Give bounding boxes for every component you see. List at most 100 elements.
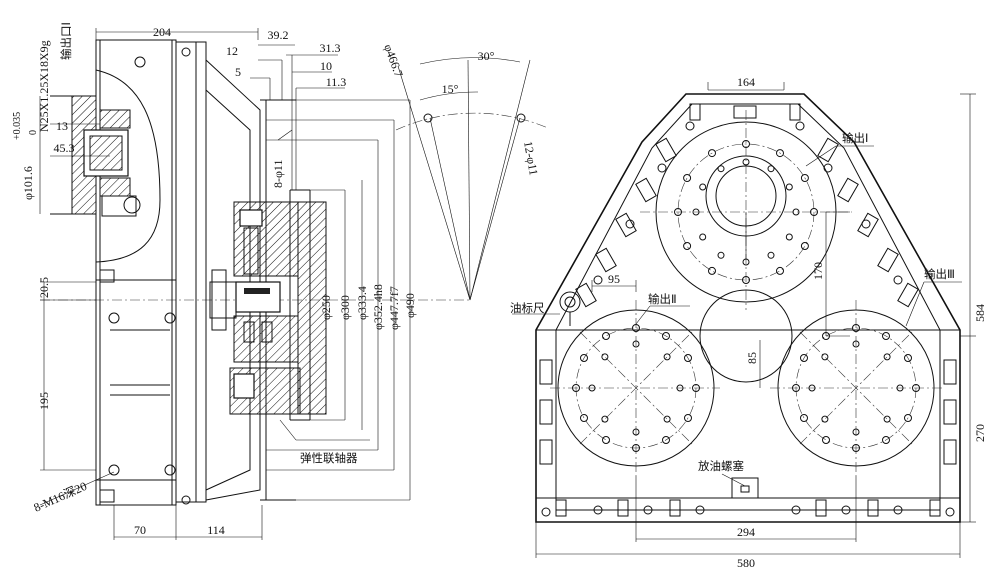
bolt-hole bbox=[882, 436, 890, 444]
dim-d333-4: φ333.4 bbox=[355, 286, 369, 320]
output-3-label: 输出Ⅲ bbox=[924, 267, 955, 281]
bolt-hole bbox=[800, 174, 809, 182]
bolt-hole bbox=[602, 332, 610, 340]
output-2-bolts bbox=[572, 324, 700, 452]
hole-a bbox=[423, 113, 433, 123]
dim-195: 195 bbox=[37, 392, 51, 410]
bolt-hole bbox=[742, 158, 750, 166]
bolt-hole bbox=[684, 354, 692, 362]
bolt-hole bbox=[717, 165, 725, 173]
dim-31-3: 31.3 bbox=[320, 41, 341, 55]
bolt-hole bbox=[572, 384, 580, 392]
bolt-hole bbox=[699, 183, 707, 191]
output-2-flange bbox=[550, 300, 720, 476]
bolt-hole bbox=[742, 140, 750, 148]
rib-slots bbox=[575, 103, 919, 308]
spline-spec: N25X1.25X18X9g bbox=[37, 40, 51, 132]
bolt-hole bbox=[896, 384, 904, 392]
bolt-hole bbox=[852, 444, 860, 452]
dim-294: 294 bbox=[737, 525, 755, 539]
dim-8-d11: 8-φ11 bbox=[271, 160, 285, 188]
dim-114: 114 bbox=[207, 523, 225, 537]
bolt-hole bbox=[699, 233, 707, 241]
bolt-hole bbox=[785, 233, 793, 241]
dim-d101-6-tol: +0.035 bbox=[12, 112, 23, 140]
drain-plug-label: 放油螺塞 bbox=[698, 459, 744, 473]
bolt-hole bbox=[852, 324, 860, 332]
bolt-hole bbox=[912, 384, 920, 392]
bolt-hole bbox=[883, 353, 891, 361]
dim-d447-7: φ447.7f7 bbox=[387, 286, 401, 330]
dim-d466-7: φ466.7 bbox=[381, 42, 406, 79]
dim-580: 580 bbox=[737, 556, 755, 570]
hole-detail: 30° 15° φ466.7 12-φ11 bbox=[381, 42, 549, 301]
dim-20-5: 20.5 bbox=[37, 277, 51, 298]
bolt-hole bbox=[662, 436, 670, 444]
side-view: 204 39.2 12 31.3 5 10 11.3 N25X1.25X18X9… bbox=[12, 22, 470, 540]
bolt-hole bbox=[662, 332, 670, 340]
bolt-hole bbox=[674, 208, 682, 216]
bolt-hole bbox=[632, 340, 640, 348]
drain-plug bbox=[731, 477, 759, 499]
dipstick bbox=[559, 291, 581, 313]
dim-d352-4: φ352.4h8 bbox=[371, 284, 385, 330]
dim-5: 5 bbox=[235, 65, 241, 79]
dim-584: 584 bbox=[973, 304, 987, 322]
output-3-bolts bbox=[792, 324, 920, 452]
housing-taper bbox=[205, 59, 261, 501]
holes-12-d11: 12-φ11 bbox=[521, 140, 541, 176]
hole-b bbox=[516, 113, 526, 123]
bolt-hole bbox=[821, 415, 829, 423]
base-slots bbox=[541, 499, 955, 517]
bolt-hole bbox=[852, 428, 860, 436]
bolt-note: 8-M16深20 bbox=[32, 479, 89, 515]
elastic-coupling bbox=[229, 189, 327, 421]
dim-95: 95 bbox=[608, 272, 620, 286]
bolt-hole bbox=[810, 208, 818, 216]
dim-39-2: 39.2 bbox=[268, 28, 289, 42]
dim-11-3: 11.3 bbox=[326, 75, 347, 89]
bolt-hole bbox=[904, 354, 912, 362]
dim-270: 270 bbox=[973, 424, 987, 442]
bolt-hole bbox=[785, 183, 793, 191]
bolt-hole bbox=[684, 414, 692, 422]
bolt-hole bbox=[708, 266, 716, 275]
bolt-hole bbox=[588, 384, 596, 392]
front-view: 放油螺塞 油标尺 输出Ⅰ 输出Ⅱ 输出Ⅲ bbox=[510, 75, 987, 570]
bolt-hole bbox=[776, 149, 784, 158]
bolt-hole bbox=[822, 436, 830, 444]
dim-170: 170 bbox=[811, 262, 825, 280]
dim-d101-6: φ101.6 bbox=[21, 166, 35, 200]
output-shaft-stub bbox=[209, 281, 237, 319]
bolt-hole bbox=[904, 414, 912, 422]
hole-circle-arc bbox=[395, 112, 549, 131]
bolt-hole bbox=[767, 165, 775, 173]
dipstick-label: 油标尺 bbox=[510, 301, 545, 315]
bolt-hole bbox=[601, 415, 609, 423]
dim-d490: φ490 bbox=[403, 293, 417, 318]
bolt-hole bbox=[882, 332, 890, 340]
dim-12: 12 bbox=[226, 44, 238, 58]
bolt-hole bbox=[676, 384, 684, 392]
bolt-hole bbox=[800, 414, 808, 422]
dim-45-3: 45.3 bbox=[54, 141, 75, 155]
dim-d300: φ300 bbox=[338, 295, 352, 320]
bolt-hole bbox=[683, 242, 692, 250]
bolt-hole bbox=[663, 353, 671, 361]
bolt-hole bbox=[683, 174, 692, 182]
bolt-hole bbox=[883, 415, 891, 423]
bolt-hole bbox=[663, 415, 671, 423]
bolt-hole bbox=[580, 414, 588, 422]
bolt-hole bbox=[852, 340, 860, 348]
dim-13: 13 bbox=[56, 119, 68, 133]
angle-15-arc bbox=[419, 91, 479, 101]
bolt-hole bbox=[808, 384, 816, 392]
bolt-hole bbox=[717, 251, 725, 259]
input-hub-outline bbox=[95, 69, 161, 263]
bolt-hole bbox=[776, 266, 784, 275]
output-3-flange bbox=[770, 300, 942, 476]
dim-d250: φ250 bbox=[319, 295, 333, 320]
dim-85: 85 bbox=[745, 352, 759, 364]
